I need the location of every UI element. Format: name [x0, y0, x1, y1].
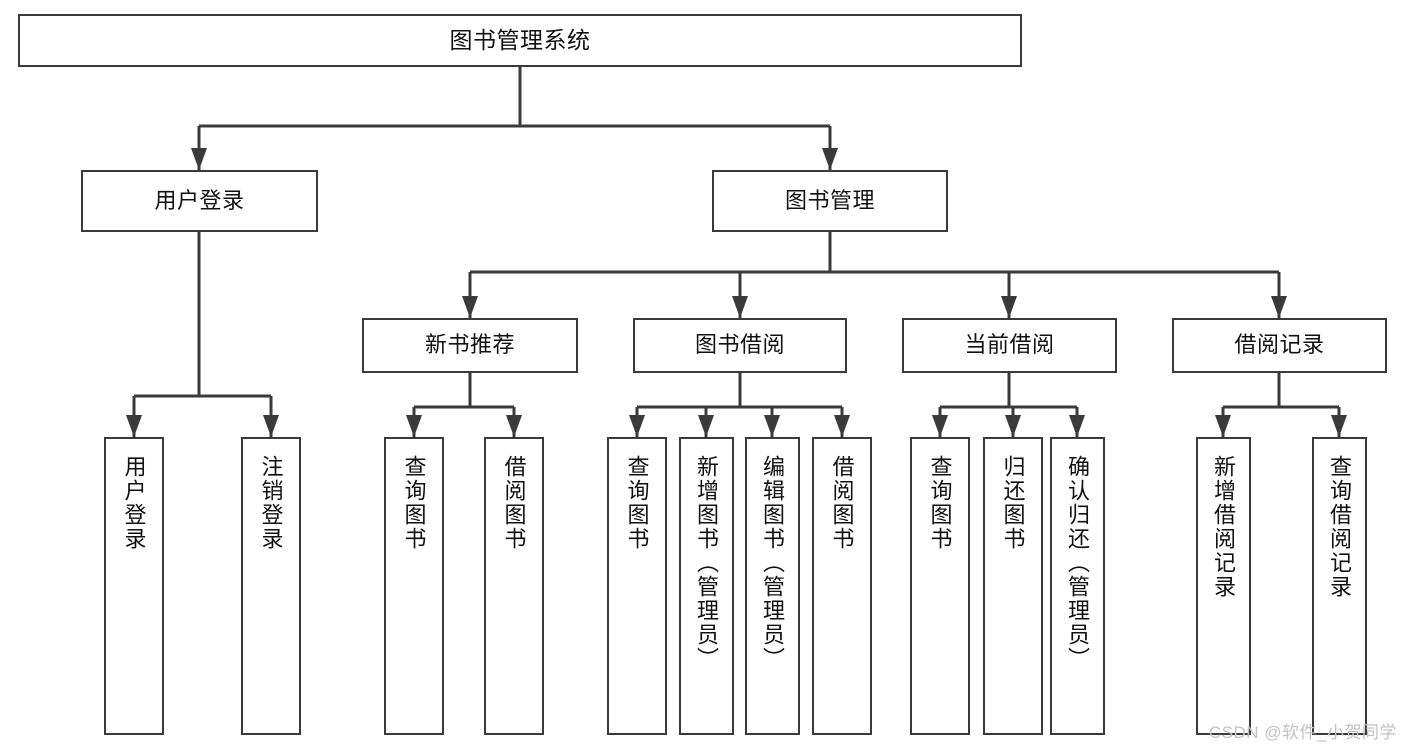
node-label: 图书借阅	[694, 332, 785, 358]
node-label: 编辑图书（管理员）	[760, 455, 786, 671]
edge-arrowhead	[732, 296, 748, 318]
node-root[interactable]: 图书管理系统	[18, 14, 1022, 67]
node-l4_rec_q[interactable]: 查询借阅记录	[1312, 437, 1367, 735]
node-label: 确认归还（管理员）	[1065, 455, 1091, 671]
node-l4_cur_q[interactable]: 查询图书	[910, 437, 970, 735]
edge-arrowhead	[822, 148, 838, 170]
edge-arrowhead	[932, 415, 948, 437]
node-l4_cur_r[interactable]: 归还图书	[983, 437, 1043, 735]
edge-arrowhead	[406, 415, 422, 437]
edge-arrowhead	[126, 415, 142, 437]
node-l4_login[interactable]: 用户登录	[104, 437, 164, 735]
node-label: 注销登录	[258, 455, 284, 551]
node-l3d[interactable]: 借阅记录	[1172, 318, 1387, 373]
edge-arrowhead	[1331, 415, 1347, 437]
node-label: 归还图书	[1000, 455, 1026, 551]
node-label: 新增借阅记录	[1211, 455, 1237, 599]
node-label: 用户登录	[121, 455, 147, 551]
edge-arrowhead	[764, 415, 780, 437]
edge-arrowhead	[191, 148, 207, 170]
node-l4_brw_q[interactable]: 查询图书	[607, 437, 667, 735]
node-l4_brw_b[interactable]: 借阅图书	[812, 437, 872, 735]
edge-arrowhead	[1005, 415, 1021, 437]
node-l4_logout[interactable]: 注销登录	[241, 437, 301, 735]
node-l3b[interactable]: 图书借阅	[633, 318, 847, 373]
edge-arrowhead	[1069, 415, 1085, 437]
edge-arrowhead	[1001, 296, 1017, 318]
edge-arrowhead	[698, 415, 714, 437]
node-label: 新增图书（管理员）	[694, 455, 720, 671]
node-label: 查询图书	[927, 455, 953, 551]
edge-arrowhead	[263, 415, 279, 437]
node-label: 借阅图书	[829, 455, 855, 551]
node-l3c[interactable]: 当前借阅	[902, 318, 1117, 373]
node-label: 图书管理系统	[449, 27, 591, 54]
edge-arrowhead	[629, 415, 645, 437]
node-l4_new_b[interactable]: 借阅图书	[484, 437, 544, 735]
node-label: 用户登录	[154, 187, 245, 213]
node-l4_new_q[interactable]: 查询图书	[384, 437, 444, 735]
node-label: 图书管理	[784, 187, 875, 213]
node-l4_brw_edit[interactable]: 编辑图书（管理员）	[745, 437, 800, 735]
node-l2a[interactable]: 用户登录	[81, 170, 318, 232]
node-label: 借阅记录	[1234, 332, 1325, 358]
edge-arrowhead	[1215, 415, 1231, 437]
node-label: 新书推荐	[424, 332, 515, 358]
node-l4_rec_add[interactable]: 新增借阅记录	[1196, 437, 1251, 735]
edge-arrowhead	[834, 415, 850, 437]
node-label: 当前借阅	[964, 332, 1055, 358]
node-l2b[interactable]: 图书管理	[712, 170, 948, 232]
node-label: 查询借阅记录	[1327, 455, 1353, 599]
node-label: 借阅图书	[501, 455, 527, 551]
node-l4_brw_add[interactable]: 新增图书（管理员）	[679, 437, 734, 735]
node-label: 查询图书	[624, 455, 650, 551]
csdn-watermark: CSDN @软件_小贺同学	[1208, 723, 1397, 742]
node-label: 查询图书	[401, 455, 427, 551]
node-l3a[interactable]: 新书推荐	[362, 318, 578, 373]
edge-arrowhead	[462, 296, 478, 318]
node-l4_cur_c[interactable]: 确认归还（管理员）	[1050, 437, 1105, 735]
edge-arrowhead	[1271, 296, 1287, 318]
edge-arrowhead	[506, 415, 522, 437]
